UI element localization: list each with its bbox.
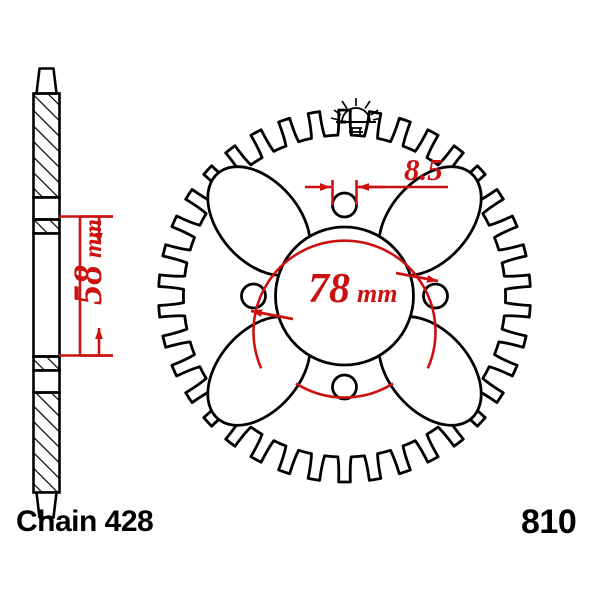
dim78-value: 78 xyxy=(308,266,350,312)
profile-body-top xyxy=(32,92,61,199)
dim58-unit: mm xyxy=(80,219,107,258)
profile-hatched-band-bottom xyxy=(32,355,61,372)
sunrise-icon xyxy=(330,98,382,136)
dim78-unit: mm xyxy=(357,279,397,308)
sprocket-face-view xyxy=(157,98,532,484)
dim58-value: 58 xyxy=(65,265,110,305)
profile-body-bottom xyxy=(32,391,61,494)
profile-bolthole-gap-top xyxy=(32,196,61,221)
dim78-arrow-right xyxy=(395,271,439,283)
dimension-8-5: 8.5 xyxy=(305,152,448,205)
profile-bolthole-gap-bottom xyxy=(32,369,61,394)
center-bore xyxy=(274,225,415,367)
profile-hatched-band-top xyxy=(32,218,61,235)
bolt-hole-bottom xyxy=(331,373,358,401)
dim58-bracket xyxy=(78,215,113,357)
side-profile-view xyxy=(32,67,61,519)
part-number-label: 810 xyxy=(521,503,577,541)
profile-tooth-tip-bottom xyxy=(35,491,58,519)
chain-label: Chain 428 xyxy=(16,505,154,538)
dim85-value: 8.5 xyxy=(404,152,443,187)
profile-tooth-tip-top xyxy=(35,67,58,95)
bolt-holes xyxy=(240,191,449,401)
dimension-78mm: 78 mm xyxy=(250,239,439,399)
lightening-holes xyxy=(206,165,483,427)
dimension-58mm: 58 mm xyxy=(59,215,113,357)
profile-center-web xyxy=(32,232,61,358)
dim78-arc-lower xyxy=(295,382,394,399)
bolt-hole-top xyxy=(331,191,358,219)
dim78-arrow-left xyxy=(250,309,294,321)
